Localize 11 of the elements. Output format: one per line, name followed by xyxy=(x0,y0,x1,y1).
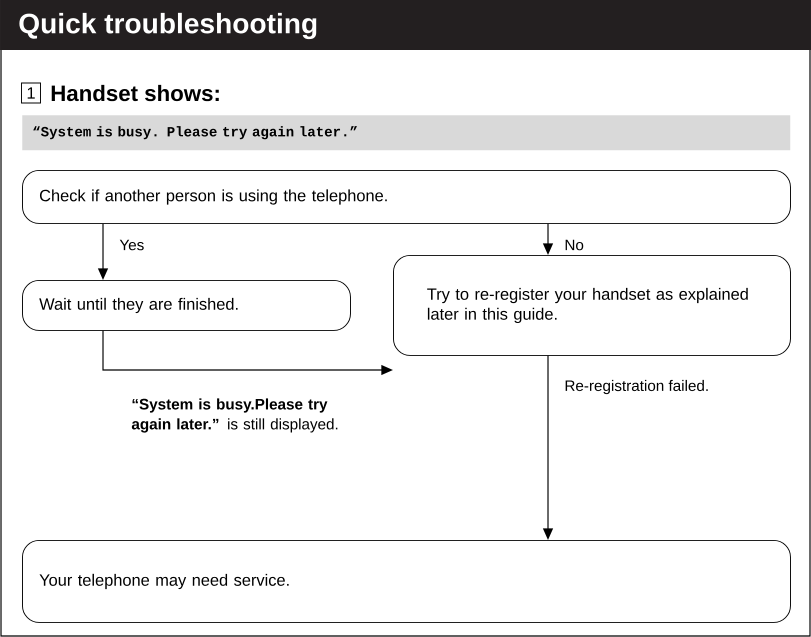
edge-label: Re-registration failed. xyxy=(566,380,708,394)
step-number: 1 xyxy=(21,82,41,104)
message-band: “System is busy. Please try again later.” xyxy=(22,115,790,150)
title-bar: Quick troubleshooting xyxy=(0,0,811,50)
edge-label: Yes xyxy=(120,240,144,250)
step-box: Check if another person is using the telephone. xyxy=(22,170,791,224)
step-box: Try to re-register your handset as explained later in this guide. xyxy=(393,255,791,356)
step-box: Wait until they are finished. xyxy=(22,280,351,331)
step-box: Your telephone may need service. xyxy=(22,540,791,623)
edge-label: No xyxy=(566,240,584,250)
edge-label: “System is busy.Please try again later.” is still displayed. xyxy=(132,398,338,433)
